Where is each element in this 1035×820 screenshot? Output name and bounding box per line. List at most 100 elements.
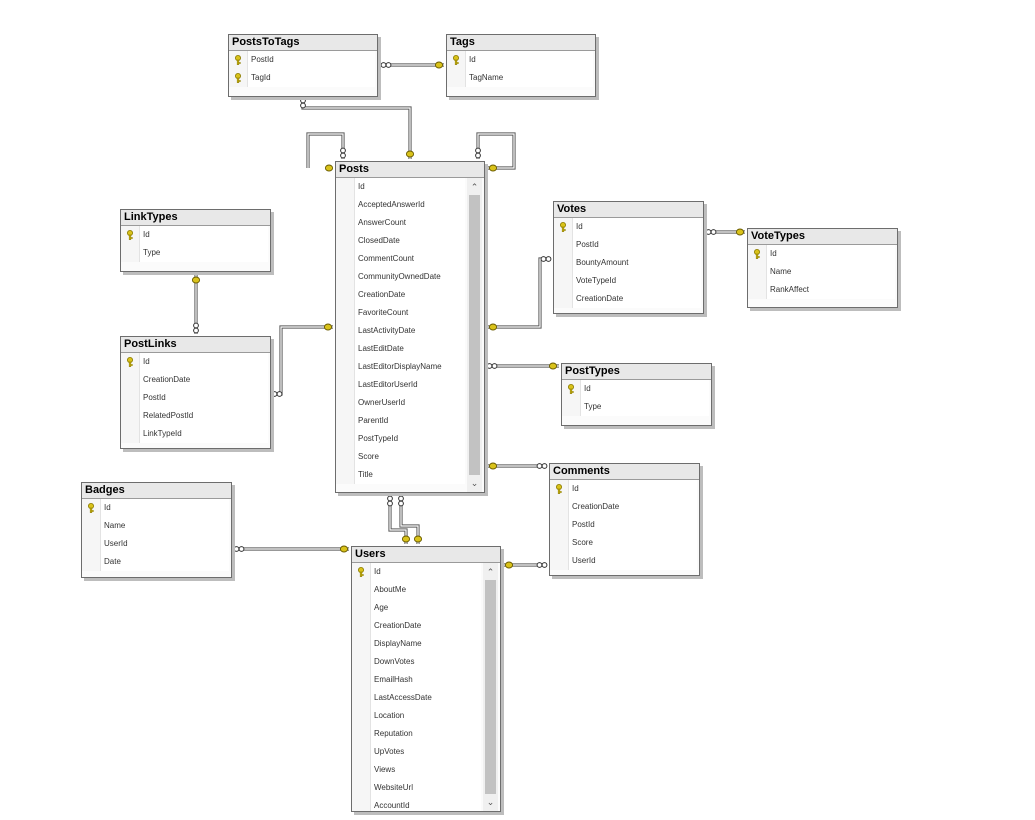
column-row[interactable]: CreationDate <box>121 371 268 390</box>
column-row[interactable]: Name <box>748 263 895 282</box>
column-row[interactable]: Id <box>82 499 229 518</box>
table-title[interactable]: PostLinks <box>121 337 270 353</box>
column-row[interactable]: Type <box>121 244 268 262</box>
table-title[interactable]: Votes <box>554 202 703 218</box>
column-row[interactable]: Name <box>82 517 229 536</box>
column-row[interactable]: Id <box>352 563 481 582</box>
column-row[interactable]: PostId <box>121 389 268 408</box>
column-row[interactable]: Id <box>121 353 268 372</box>
column-row[interactable]: UpVotes <box>352 743 481 762</box>
column-row[interactable]: LastEditorUserId <box>336 376 465 395</box>
column-row[interactable]: AcceptedAnswerId <box>336 196 465 215</box>
column-row[interactable]: EmailHash <box>352 671 481 690</box>
key-cell <box>352 671 371 689</box>
many-end-icon <box>300 97 306 109</box>
column-row[interactable]: CreationDate <box>550 498 697 517</box>
scroll-thumb[interactable] <box>485 580 496 794</box>
column-row[interactable]: Id <box>121 226 268 245</box>
column-row[interactable]: Score <box>336 448 465 467</box>
table-title[interactable]: PostTypes <box>562 364 711 380</box>
column-row[interactable]: DownVotes <box>352 653 481 672</box>
column-row[interactable]: CreationDate <box>336 286 465 305</box>
column-row[interactable]: Id <box>748 245 895 264</box>
column-row[interactable]: CreationDate <box>352 617 481 636</box>
table-title[interactable]: Users <box>352 547 500 563</box>
table-title[interactable]: Posts <box>336 162 484 178</box>
column-row[interactable]: Reputation <box>352 725 481 744</box>
column-row[interactable]: Views <box>352 761 481 780</box>
column-name: CreationDate <box>143 375 191 384</box>
column-row[interactable]: TagId <box>229 69 375 87</box>
column-row[interactable]: Id <box>554 218 701 237</box>
scroll-thumb[interactable] <box>469 195 480 475</box>
column-row[interactable]: WebsiteUrl <box>352 779 481 798</box>
column-row[interactable]: Type <box>562 398 709 416</box>
column-row[interactable]: Score <box>550 534 697 553</box>
column-row[interactable]: ClosedDate <box>336 232 465 251</box>
column-row[interactable]: Title <box>336 466 465 484</box>
column-row[interactable]: LastActivityDate <box>336 322 465 341</box>
column-row[interactable]: UserId <box>82 535 229 554</box>
column-row[interactable]: AboutMe <box>352 581 481 600</box>
column-row[interactable]: Date <box>82 553 229 571</box>
column-row[interactable]: LastAccessDate <box>352 689 481 708</box>
column-row[interactable]: CommunityOwnedDate <box>336 268 465 287</box>
column-row[interactable]: DisplayName <box>352 635 481 654</box>
column-row[interactable]: AccountId <box>352 797 481 811</box>
table-title[interactable]: VoteTypes <box>748 229 897 245</box>
column-row[interactable]: BountyAmount <box>554 254 701 273</box>
column-row[interactable]: Id <box>562 380 709 399</box>
column-row[interactable]: CreationDate <box>554 290 701 308</box>
column-name: AboutMe <box>374 585 407 594</box>
key-cell <box>336 394 355 412</box>
link-postlinks-posts <box>273 325 333 396</box>
scroll-down-arrow-icon[interactable]: ⌄ <box>470 478 479 488</box>
column-row[interactable]: Id <box>447 51 593 70</box>
vertical-scrollbar[interactable]: ⌃⌄ <box>483 563 498 811</box>
column-row[interactable]: PostId <box>554 236 701 255</box>
table-title[interactable]: Tags <box>447 35 595 51</box>
table-title[interactable]: Comments <box>550 464 699 480</box>
column-row[interactable]: LastEditorDisplayName <box>336 358 465 377</box>
column-row[interactable]: PostId <box>229 51 375 70</box>
key-cell <box>748 263 767 281</box>
column-row[interactable]: Id <box>336 178 465 197</box>
column-row[interactable]: RelatedPostId <box>121 407 268 426</box>
column-row[interactable]: Id <box>550 480 697 499</box>
column-row[interactable]: Age <box>352 599 481 618</box>
column-row[interactable]: TagName <box>447 69 593 87</box>
column-row[interactable]: RankAffect <box>748 281 895 299</box>
column-name: Type <box>143 248 161 257</box>
scroll-up-arrow-icon[interactable]: ⌃ <box>486 567 495 577</box>
column-row[interactable]: LastEditDate <box>336 340 465 359</box>
table-title[interactable]: Badges <box>82 483 231 499</box>
scroll-down-arrow-icon[interactable]: ⌄ <box>486 797 495 807</box>
column-row[interactable]: CommentCount <box>336 250 465 269</box>
column-row[interactable]: OwnerUserId <box>336 394 465 413</box>
column-row[interactable]: PostTypeId <box>336 430 465 449</box>
column-row[interactable]: Location <box>352 707 481 726</box>
column-row[interactable]: VoteTypeId <box>554 272 701 291</box>
column-row[interactable]: FavoriteCount <box>336 304 465 323</box>
scroll-up-arrow-icon[interactable]: ⌃ <box>470 182 479 192</box>
column-row[interactable]: AnswerCount <box>336 214 465 233</box>
table-title[interactable]: PostsToTags <box>229 35 377 51</box>
many-end-icon <box>387 495 393 507</box>
column-row[interactable]: PostId <box>550 516 697 535</box>
column-row[interactable]: ParentId <box>336 412 465 431</box>
column-row[interactable]: LinkTypeId <box>121 425 268 443</box>
vertical-scrollbar[interactable]: ⌃⌄ <box>467 178 482 492</box>
table-title[interactable]: LinkTypes <box>121 210 270 226</box>
column-row[interactable]: UserId <box>550 552 697 570</box>
